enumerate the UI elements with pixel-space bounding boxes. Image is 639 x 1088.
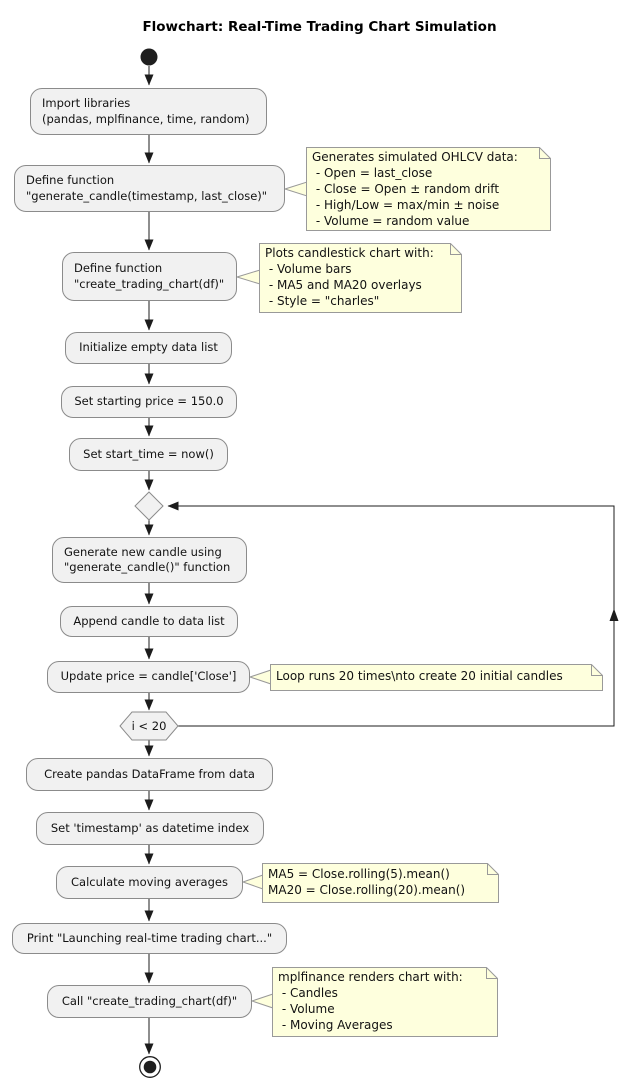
- activity-import-libraries: Import libraries (pandas, mplfinance, ti…: [30, 88, 267, 135]
- activity-append-candle: Append candle to data list: [60, 606, 238, 637]
- note-shape: [259, 243, 462, 313]
- note-shape: [270, 664, 603, 691]
- note-plots: Plots candlestick chart with: - Volume b…: [259, 243, 462, 313]
- activity-generate-candle: Generate new candle using "generate_cand…: [52, 537, 247, 583]
- note-loop: Loop runs 20 times\nto create 20 initial…: [270, 664, 603, 691]
- note-connector-ma: [241, 874, 264, 890]
- merge-diamond: [134, 491, 164, 521]
- loop-back-up-arrowhead: [609, 608, 619, 621]
- note-connector-loop: [248, 669, 272, 685]
- note-shape: [262, 863, 499, 903]
- activity-set-price: Set starting price = 150.0: [61, 386, 237, 418]
- note-ohlcv: Generates simulated OHLCV data: - Open =…: [306, 147, 551, 231]
- note-connector-render: [250, 993, 274, 1009]
- note-render-text: mplfinance renders chart with: - Candles…: [278, 970, 463, 1032]
- activity-print-launch: Print "Launching real-time trading chart…: [12, 923, 287, 954]
- note-shape: [272, 967, 498, 1037]
- note-loop-text: Loop runs 20 times\nto create 20 initial…: [276, 669, 563, 683]
- note-ohlcv-text: Generates simulated OHLCV data: - Open =…: [312, 150, 518, 228]
- activity-define-create-chart: Define function "create_trading_chart(df…: [62, 252, 237, 301]
- note-render: mplfinance renders chart with: - Candles…: [272, 967, 498, 1037]
- activity-create-dataframe: Create pandas DataFrame from data: [26, 758, 273, 791]
- diagram-title: Flowchart: Real-Time Trading Chart Simul…: [142, 19, 497, 35]
- note-plots-text: Plots candlestick chart with: - Volume b…: [265, 246, 434, 308]
- note-ma: MA5 = Close.rolling(5).mean() MA20 = Clo…: [262, 863, 499, 903]
- activity-set-start-time: Set start_time = now(): [69, 438, 228, 471]
- activity-calc-ma: Calculate moving averages: [56, 866, 243, 899]
- note-shape: [306, 147, 551, 231]
- end-node: [143, 1060, 157, 1074]
- activity-define-generate-candle: Define function "generate_candle(timesta…: [14, 165, 285, 212]
- note-ma-text: MA5 = Close.rolling(5).mean() MA20 = Clo…: [268, 867, 466, 897]
- note-connector-plots: [235, 269, 261, 285]
- start-node: [140, 48, 158, 66]
- activity-init-data-list: Initialize empty data list: [65, 332, 232, 364]
- condition-hexagon: [119, 711, 179, 741]
- activity-update-price: Update price = candle['Close']: [47, 661, 250, 693]
- note-connector-ohlcv: [283, 181, 308, 197]
- condition-label: i < 20: [131, 719, 167, 733]
- activity-call-chart: Call "create_trading_chart(df)": [47, 985, 252, 1018]
- activity-set-index: Set 'timestamp' as datetime index: [36, 812, 264, 845]
